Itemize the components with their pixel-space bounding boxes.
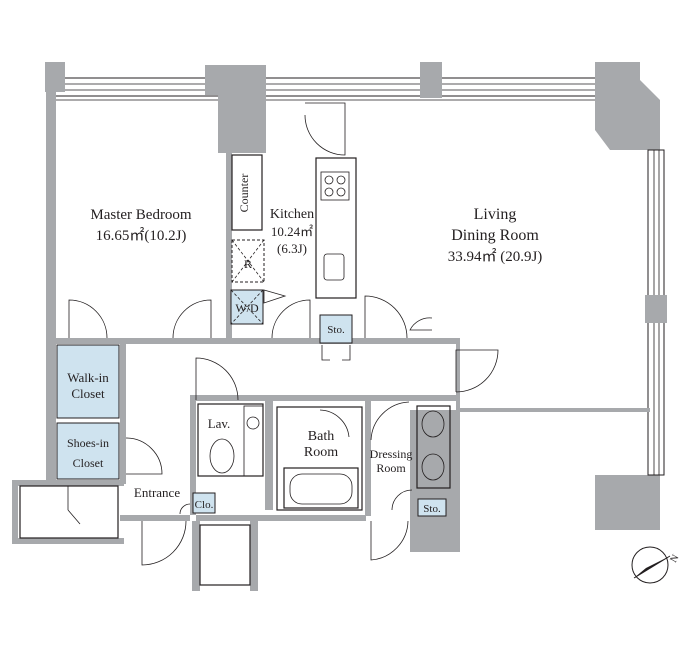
bath-fixtures	[197, 403, 451, 511]
interior-walls	[12, 92, 650, 591]
structural-columns	[45, 62, 660, 552]
dressing-storage	[417, 498, 447, 517]
dressing-label: Dressing	[370, 447, 413, 461]
dining-room-label: Dining Room	[451, 227, 539, 244]
kitchen-area: 10.24㎡	[271, 224, 313, 239]
shoes-in-closet-label: Closet	[73, 456, 104, 470]
walk-in-label: Walk-in	[67, 370, 109, 385]
walk-in-closet-label: Closet	[71, 386, 105, 401]
entrance-closet	[192, 492, 216, 514]
refrigerator-label: R	[244, 257, 252, 271]
master-bedroom-area: 16.65㎡(10.2J)	[96, 227, 187, 244]
entrance-label: Entrance	[134, 485, 180, 500]
compass-north-label: N	[668, 553, 681, 565]
entrance-storage	[19, 485, 251, 586]
kitchen-fixtures	[230, 154, 357, 325]
dressing-storage-label: Sto.	[423, 503, 441, 515]
dressing-room-label: Room	[376, 461, 406, 475]
walk-in-closet	[56, 344, 120, 419]
lav-label: Lav.	[208, 416, 231, 431]
bath-room-label: Room	[304, 445, 338, 460]
kitchen-storage-label: Sto.	[327, 324, 345, 336]
living-label: Living	[474, 206, 517, 223]
counter-label: Counter	[237, 174, 251, 213]
kitchen-tatami: (6.3J)	[277, 241, 307, 256]
kitchen-storage	[319, 314, 353, 344]
top-window-band	[54, 77, 601, 101]
door-swings	[68, 102, 499, 566]
shoes-in-closet	[56, 422, 120, 480]
living-area: 33.94㎡ (20.9J)	[448, 248, 543, 265]
bath-label: Bath	[308, 429, 334, 444]
shoes-in-label: Shoes-in	[67, 436, 109, 450]
washer-dryer-label: W/D	[235, 301, 259, 315]
master-bedroom-label: Master Bedroom	[90, 207, 192, 223]
kitchen-label: Kitchen	[270, 207, 314, 222]
right-window-band	[645, 149, 667, 476]
closet-label: Clo.	[195, 499, 214, 511]
compass-icon: N	[631, 546, 681, 584]
